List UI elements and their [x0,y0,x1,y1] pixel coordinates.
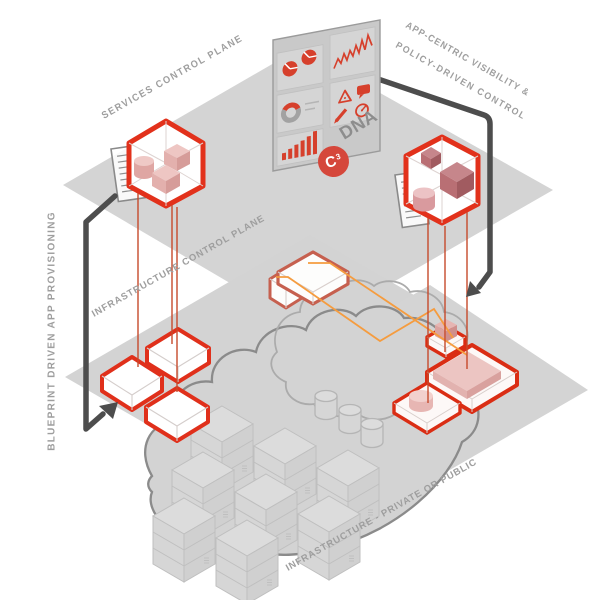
tile [100,355,164,412]
provisioned-tiles [100,327,211,443]
blueprint-provisioning-label: BLUEPRINT DRIVEN APP PROVISIONING [46,211,58,451]
pencil-icon [334,108,348,124]
services-hexagon-left [126,118,206,209]
dashboard-panel [272,19,381,172]
pie-chart-icon [301,49,317,65]
gauge-icon [355,103,369,118]
policy-arrowhead [466,281,481,297]
policy-arrow [375,76,493,290]
blueprint-arrow [83,193,118,432]
app-component-cube [152,165,180,194]
chat-bubble-icon [357,84,370,99]
app-component-cube [421,147,441,169]
tile [144,386,210,443]
services-plane [63,48,553,330]
server-stack [297,495,361,581]
server-stacks [152,389,384,600]
flow-arrows [83,76,493,432]
donut-chart-icon [280,100,319,123]
services-hexagon-right [403,134,481,226]
service-containers [110,118,481,229]
app-component-cube [440,162,474,199]
connector-b [308,262,468,356]
bar-chart-icon [282,130,317,161]
warning-triangle-icon [338,89,352,104]
connector-a [276,276,454,343]
deployed-app-boxes [392,319,519,435]
line-chart-icon [333,32,373,69]
tile [145,327,211,384]
app-component-cube [164,144,190,171]
blueprint-arrowhead [99,402,118,419]
app-component-cylinder [413,187,435,212]
database-cylinders [314,389,384,449]
app-component-cylinder [134,156,154,179]
panel-card [329,26,376,80]
pie-chart-icon [282,61,298,77]
app-box-cylinder [392,381,462,435]
server-stack [152,497,216,583]
server-stack [215,519,279,600]
orange-connectors [276,262,468,356]
mapping-drop-lines [137,193,468,403]
